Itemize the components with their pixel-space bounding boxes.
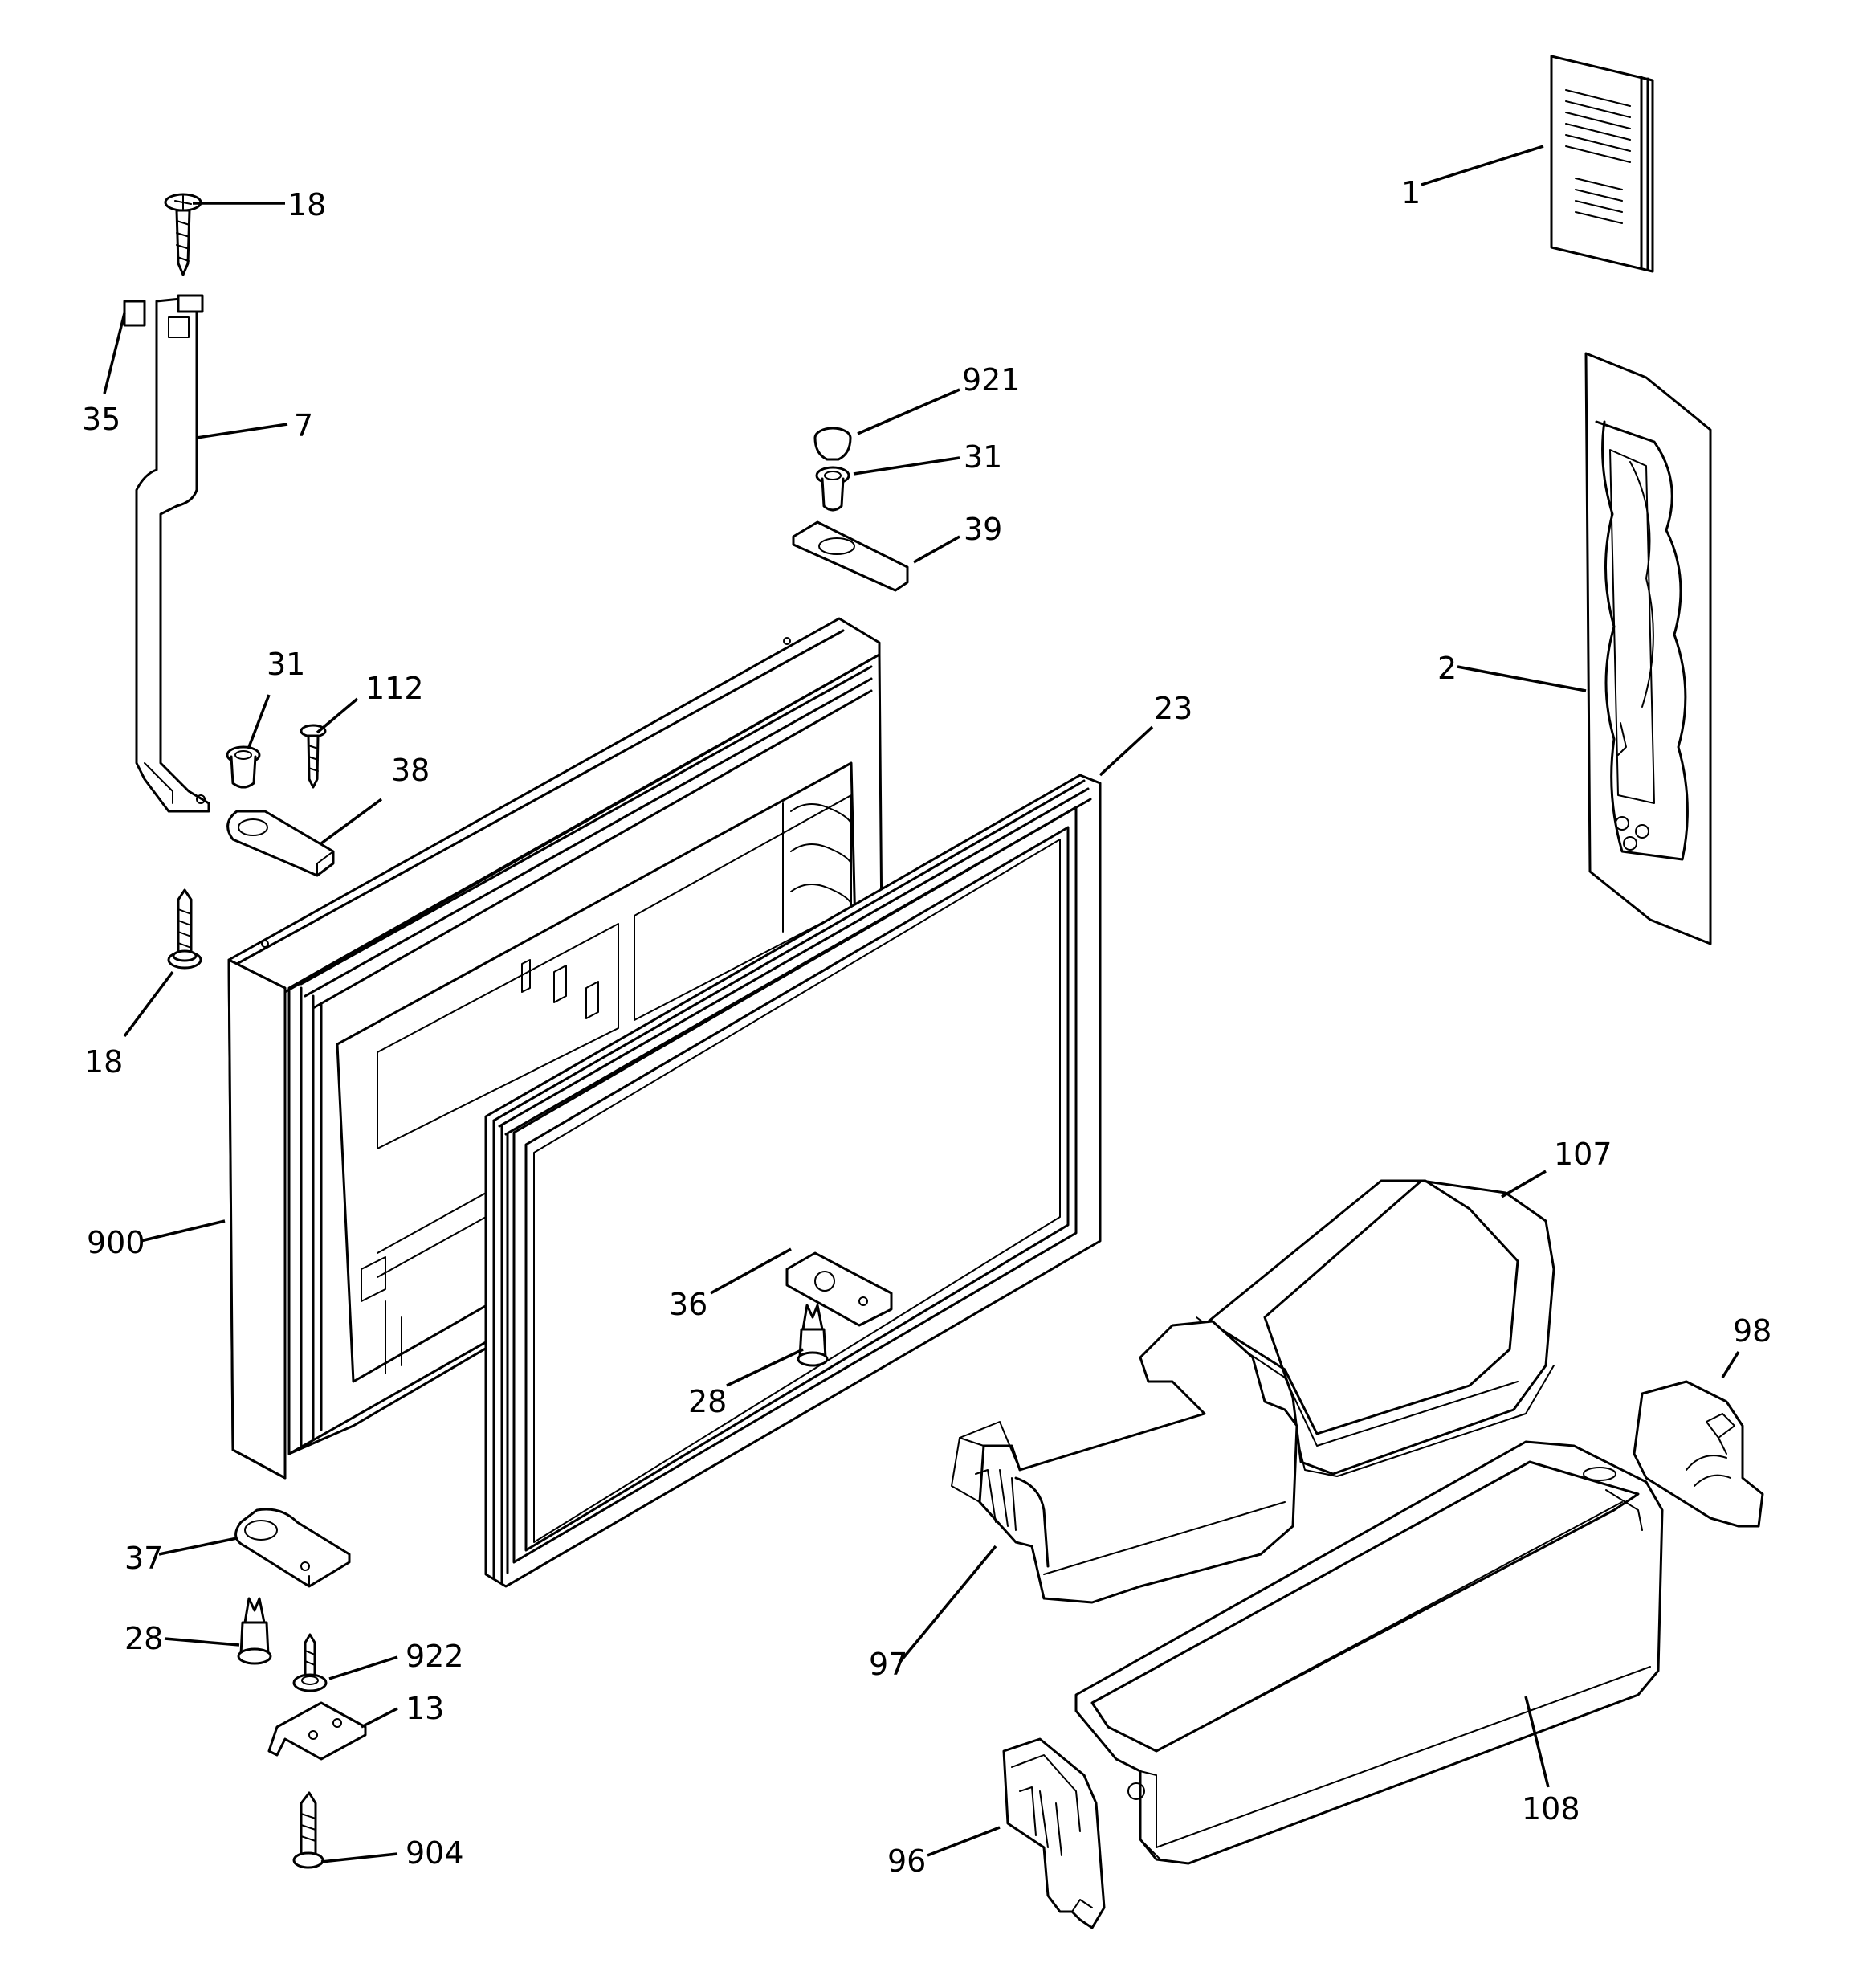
part-door-gasket — [484, 774, 1102, 1588]
callout-18-lower: 18 — [84, 1044, 123, 1080]
part-hinge-pin-center — [797, 1304, 829, 1367]
callout-2: 2 — [1437, 651, 1457, 686]
part-screw-922 — [292, 1633, 328, 1692]
callout-97: 97 — [869, 1647, 907, 1682]
part-bushing-left — [226, 745, 261, 789]
part-hinge-cover — [792, 520, 909, 592]
callout-37: 37 — [124, 1541, 163, 1576]
callout-labels: 1 2 18 35 7 921 31 39 31 112 38 23 18 90… — [82, 175, 1771, 1879]
callout-108: 108 — [1522, 1791, 1580, 1827]
part-hinge-shim — [226, 810, 335, 877]
callout-18-top: 18 — [287, 187, 326, 222]
callout-904: 904 — [406, 1835, 464, 1871]
callout-7: 7 — [294, 408, 313, 443]
part-label-sheet — [1550, 55, 1654, 273]
part-door-bin-97 — [951, 1320, 1298, 1604]
part-bin-end-cap — [1633, 1380, 1764, 1528]
part-hinge-plate-37 — [234, 1508, 351, 1588]
part-hinge-pin-lower — [237, 1597, 272, 1665]
callout-98: 98 — [1733, 1313, 1771, 1349]
part-bracket-13 — [267, 1701, 367, 1761]
part-screw-lower — [167, 888, 202, 970]
part-bushing-top — [815, 466, 850, 512]
callout-922: 922 — [406, 1639, 464, 1674]
part-cap-921 — [813, 427, 852, 461]
callout-23: 23 — [1154, 691, 1192, 726]
part-screw-top — [164, 193, 202, 276]
callout-39: 39 — [964, 512, 1002, 547]
callout-38: 38 — [391, 753, 430, 788]
callout-28-center: 28 — [688, 1384, 727, 1419]
callout-35: 35 — [82, 402, 120, 437]
callout-31-top: 31 — [964, 439, 1002, 475]
callout-28-lower: 28 — [124, 1621, 163, 1656]
part-door-trim-strip — [1584, 352, 1712, 945]
callout-112: 112 — [365, 671, 424, 706]
part-hinge-label — [123, 300, 146, 327]
callout-107: 107 — [1554, 1137, 1612, 1172]
callout-921: 921 — [962, 362, 1021, 398]
part-door-assembly — [227, 617, 885, 1480]
part-door-bin-108 — [1074, 1440, 1664, 1865]
part-screw-904 — [292, 1791, 324, 1869]
leader-lines — [103, 145, 1740, 1863]
part-screw-112 — [300, 724, 327, 789]
callout-96: 96 — [887, 1843, 926, 1879]
callout-900: 900 — [87, 1225, 145, 1260]
callout-31-left: 31 — [267, 647, 305, 682]
callout-36: 36 — [669, 1287, 707, 1322]
callout-13: 13 — [406, 1691, 444, 1726]
part-hinge-bracket — [135, 294, 210, 813]
callout-1: 1 — [1401, 175, 1421, 210]
part-hinge-plate-36 — [785, 1251, 893, 1327]
part-bin-end-cap-96 — [1002, 1737, 1106, 1929]
